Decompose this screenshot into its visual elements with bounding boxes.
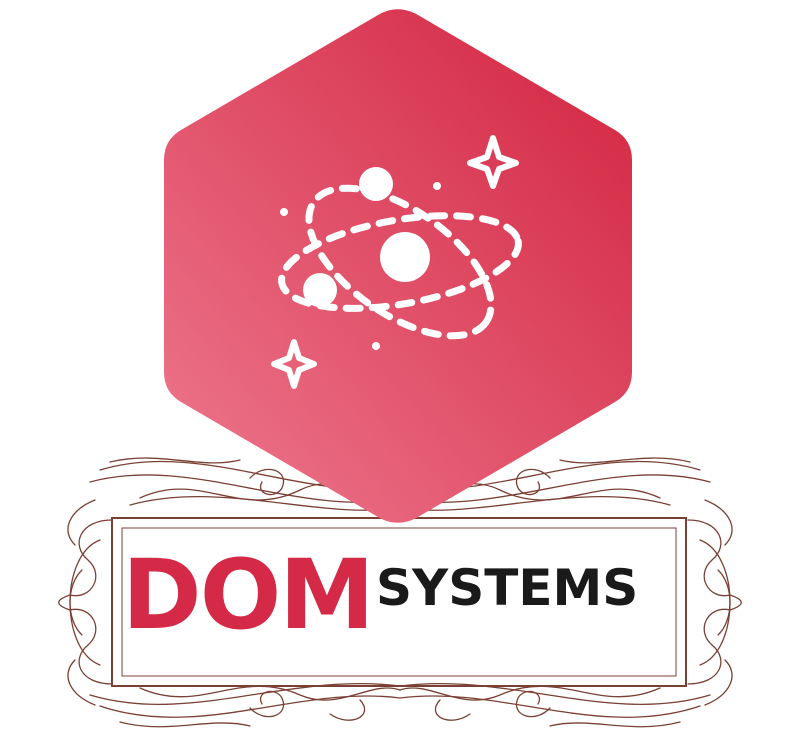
sparkle-icon [271, 339, 317, 389]
right-flourish [687, 499, 742, 706]
atom-icon [278, 184, 522, 340]
dot-small [433, 182, 441, 190]
atom-nucleus [380, 232, 430, 282]
brand-name-secondary: SYSTEMS [376, 559, 639, 617]
electron-top [359, 167, 393, 201]
bottom-flourish [89, 682, 711, 728]
dot-small [280, 208, 288, 216]
electron-left [303, 273, 337, 307]
sparkle-icon [467, 135, 519, 189]
brand-name-primary: DOM [122, 539, 375, 651]
dot-small [372, 342, 380, 350]
brand-wordmark: DOM SYSTEMS [118, 547, 688, 655]
left-flourish [58, 499, 113, 706]
atom-particles [280, 167, 441, 350]
